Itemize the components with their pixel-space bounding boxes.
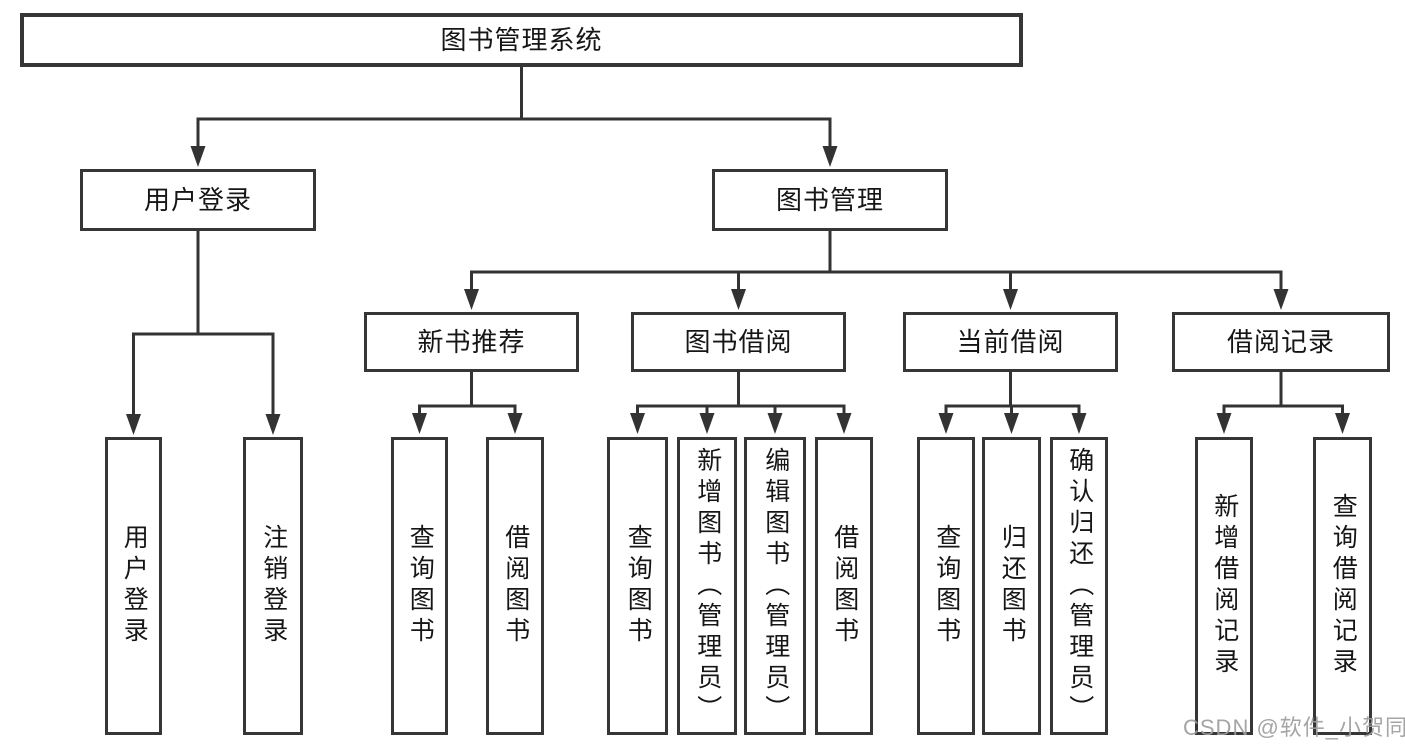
arrowhead-down-icon — [190, 146, 206, 167]
arrowhead-down-icon — [464, 289, 479, 310]
node-borrowing-records: 借阅记录 — [1172, 312, 1390, 372]
leaf-query-books-current: 查询图书 — [917, 437, 975, 735]
arrowhead-down-icon — [1071, 413, 1087, 434]
node-user-login: 用户登录 — [80, 169, 316, 231]
leaf-borrow-books-borrowing: 借阅图书 — [815, 437, 873, 735]
arrowhead-down-icon — [822, 146, 838, 167]
leaf-add-borrow-record: 新增借阅记录 — [1195, 437, 1253, 735]
leaf-return-books: 归还图书 — [982, 437, 1041, 735]
arrowhead-down-icon — [507, 413, 523, 434]
leaf-user-login: 用户登录 — [105, 437, 162, 735]
arrowhead-down-icon — [938, 413, 954, 434]
watermark: CSDN @软件_小贺同学 — [1183, 715, 1405, 740]
node-library-management-system: 图书管理系统 — [20, 13, 1023, 67]
node-current-borrowing: 当前借阅 — [903, 312, 1118, 372]
arrowhead-down-icon — [767, 413, 783, 434]
node-book-borrowing: 图书借阅 — [631, 312, 846, 372]
arrowhead-down-icon — [265, 414, 281, 435]
leaf-borrow-books-recommend: 借阅图书 — [486, 437, 544, 735]
leaf-query-books-borrowing: 查询图书 — [607, 437, 668, 735]
leaf-query-borrow-record: 查询借阅记录 — [1313, 437, 1372, 735]
arrowhead-down-icon — [836, 413, 852, 434]
arrowhead-down-icon — [1273, 289, 1289, 310]
leaf-edit-book-admin: 编辑图书（管理员） — [744, 437, 806, 735]
leaf-logout: 注销登录 — [243, 437, 303, 735]
leaf-add-book-admin: 新增图书（管理员） — [677, 437, 737, 735]
arrowhead-down-icon — [699, 413, 715, 434]
node-new-book-recommendation: 新书推荐 — [364, 312, 579, 372]
arrowhead-down-icon — [630, 413, 645, 434]
arrowhead-down-icon — [1335, 413, 1350, 434]
arrowhead-down-icon — [731, 289, 746, 310]
leaf-query-books-recommend: 查询图书 — [391, 437, 448, 735]
node-book-management: 图书管理 — [712, 169, 948, 231]
arrowhead-down-icon — [412, 413, 427, 434]
arrowhead-down-icon — [1216, 413, 1232, 434]
arrowhead-down-icon — [126, 414, 141, 435]
arrowhead-down-icon — [1003, 289, 1018, 310]
arrowhead-down-icon — [1004, 413, 1019, 434]
leaf-confirm-return-admin: 确认归还（管理员） — [1050, 437, 1108, 735]
